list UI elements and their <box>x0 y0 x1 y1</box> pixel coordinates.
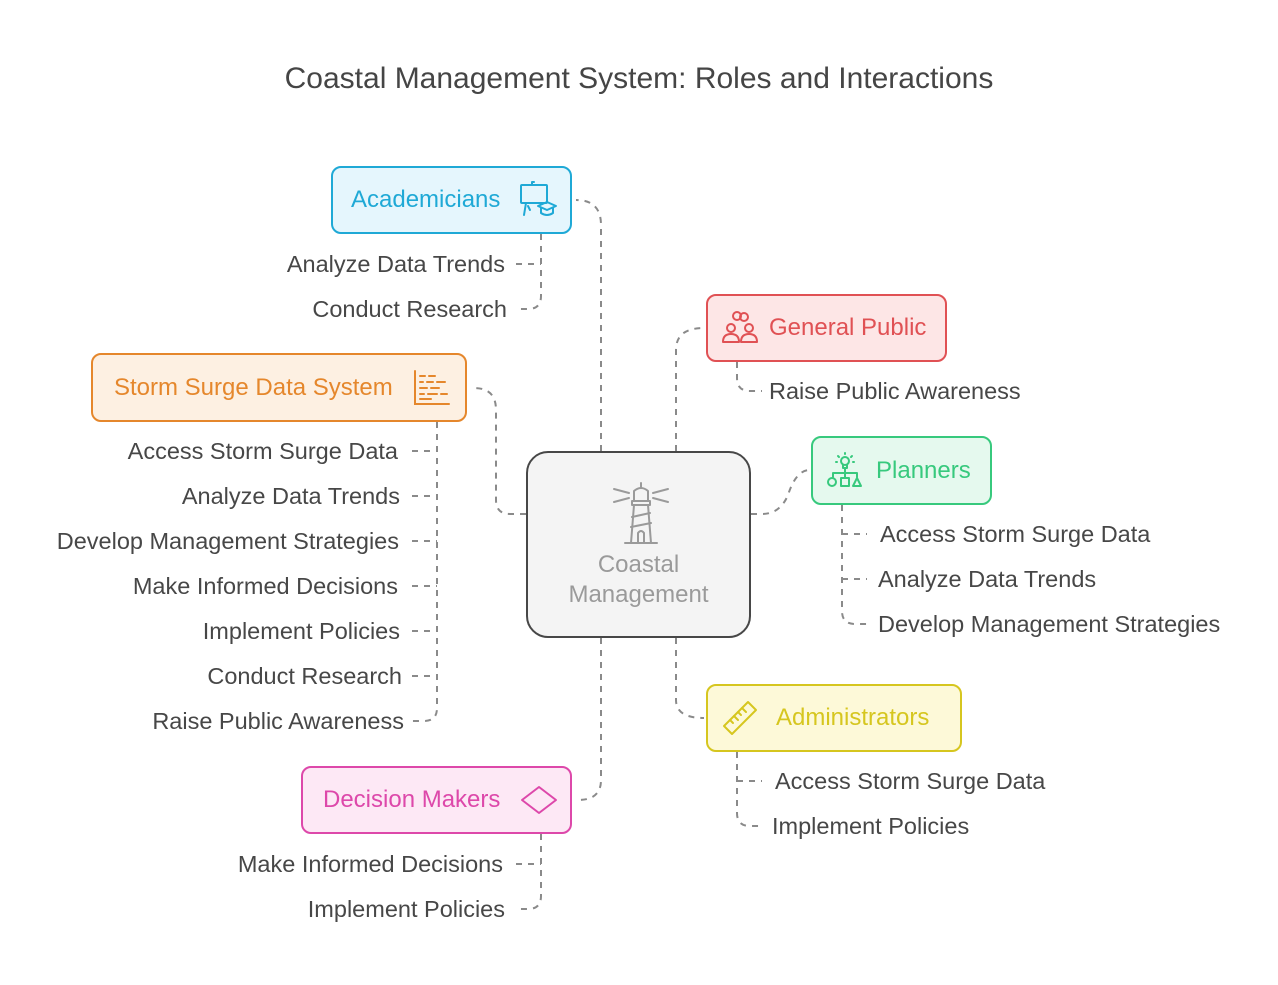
node-academicians[interactable]: Academicians <box>331 166 572 234</box>
admin-label: Administrators <box>776 704 930 731</box>
node-decision-makers[interactable]: Decision Makers <box>301 766 572 834</box>
center-node[interactable]: Coastal Management <box>526 451 751 638</box>
data-chart-icon <box>414 369 450 405</box>
admin-item-1: Access Storm Surge Data <box>775 768 1046 794</box>
storm-item-4: Make Informed Decisions <box>132 573 398 599</box>
planners-label: Planners <box>876 456 971 484</box>
storm-label: Storm Surge Data System <box>114 373 393 401</box>
planners-item-2: Analyze Data Trends <box>878 566 1097 592</box>
center-label-line1: Coastal <box>597 551 680 578</box>
node-general-public[interactable]: General Public <box>706 294 947 362</box>
academicians-label: Academicians <box>351 186 501 213</box>
decision-item-2: Implement Policies <box>307 896 505 922</box>
center-label-line2: Management <box>568 581 709 608</box>
decision-label: Decision Makers <box>323 786 501 813</box>
presentation-graduation-icon <box>520 181 557 216</box>
planning-icon <box>827 451 862 487</box>
academicians-item-2: Conduct Research <box>312 296 507 322</box>
diamond-icon <box>521 786 557 814</box>
storm-item-3: Develop Management Strategies <box>56 528 399 554</box>
node-administrators[interactable]: Administrators <box>706 684 962 752</box>
storm-item-5: Implement Policies <box>202 618 400 644</box>
decision-item-1: Make Informed Decisions <box>237 851 503 877</box>
node-planners[interactable]: Planners <box>811 436 992 505</box>
ruler-icon <box>723 701 757 735</box>
storm-item-1: Access Storm Surge Data <box>127 438 398 464</box>
lighthouse-icon <box>613 482 669 544</box>
node-storm-surge-data-system[interactable]: Storm Surge Data System <box>91 353 467 422</box>
storm-item-7: Raise Public Awareness <box>152 708 404 734</box>
academicians-item-1: Analyze Data Trends <box>286 251 505 277</box>
admin-item-2: Implement Policies <box>772 813 970 839</box>
page-title: Coastal Management System: Roles and Int… <box>284 62 994 95</box>
public-item-1: Raise Public Awareness <box>769 378 1021 404</box>
people-icon <box>722 311 758 343</box>
planners-item-1: Access Storm Surge Data <box>880 521 1151 547</box>
planners-item-3: Develop Management Strategies <box>878 611 1221 637</box>
storm-item-2: Analyze Data Trends <box>181 483 400 509</box>
public-label: General Public <box>769 314 927 341</box>
storm-item-6: Conduct Research <box>207 663 402 689</box>
